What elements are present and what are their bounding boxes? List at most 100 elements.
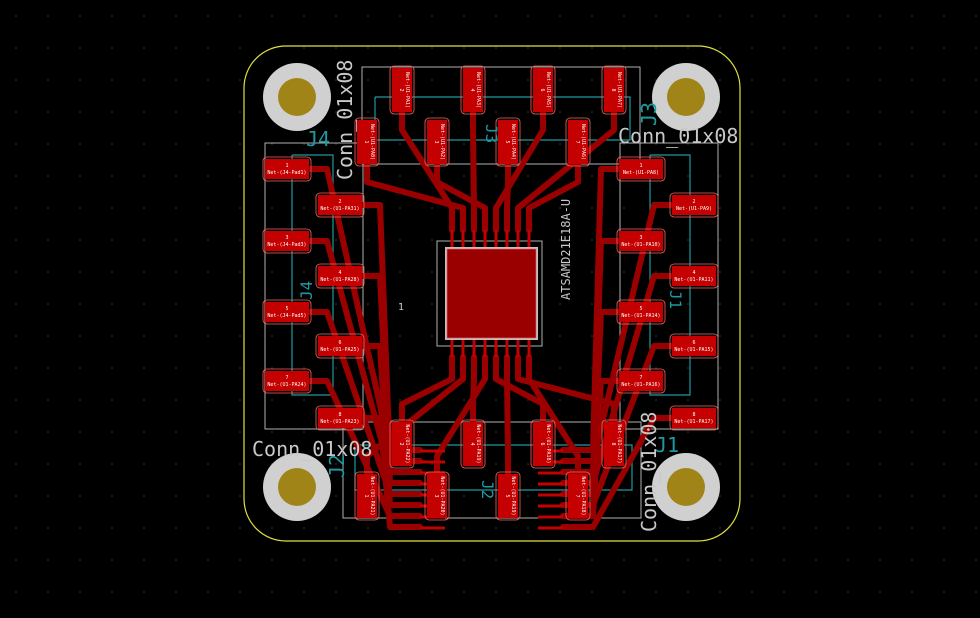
pad-net-label: Net-(U1-PA6) <box>580 124 586 160</box>
pad-net-label: Net-(J4-Pad5) <box>267 313 306 319</box>
ic-pin <box>483 230 487 247</box>
j3-value-label: Conn_01x08 <box>618 124 738 148</box>
pad-net-label: Net-(U1-PA18) <box>580 476 586 515</box>
j3-ref-label: J3 <box>637 102 661 126</box>
mounting-hole-bottom-left[interactable] <box>263 453 331 521</box>
j1-value-label: Conn_01x08 <box>637 412 661 532</box>
ic-pin <box>538 493 563 497</box>
ic-pin <box>461 340 465 357</box>
pad-number: 2 <box>398 88 404 91</box>
ic-pin <box>420 526 445 530</box>
pad-number: 8 <box>338 412 341 418</box>
ic-pin1-marker: 1 <box>398 302 404 313</box>
ic-pin <box>420 460 445 464</box>
pad-number: 7 <box>574 494 580 497</box>
pad-number: 4 <box>469 88 475 91</box>
pad-number: 3 <box>433 494 439 497</box>
j2-value-label: Conn_01x08 <box>252 437 372 461</box>
pad-net-label: Net-(U1-PA17) <box>616 424 622 463</box>
mounting-hole-top-right[interactable] <box>652 63 720 131</box>
ic-pin <box>538 471 563 475</box>
pad-net-label: Net-(U1-PA19) <box>475 424 481 463</box>
pad-net-label: Net-(U1-PA21) <box>369 476 375 515</box>
pad-number: 3 <box>285 235 288 241</box>
board-edge <box>243 45 741 542</box>
pad-number: 8 <box>610 442 616 445</box>
pad-net-label: Net-(U1-PA16) <box>621 382 660 388</box>
pad-number: 2 <box>398 442 404 445</box>
pad-net-label: Net-(U1-PA14) <box>621 313 660 319</box>
pad-net-label: Net-(U1-PA15) <box>674 347 713 353</box>
mounting-hole-bottom-right[interactable] <box>652 453 720 521</box>
pad-net-label: Net-(U1-PA22) <box>404 424 410 463</box>
j4-inner-ref: J4 <box>297 281 316 300</box>
ic-pin <box>420 449 445 453</box>
pad-number: 5 <box>639 306 642 312</box>
pad-number: 4 <box>469 442 475 445</box>
pad-number: 1 <box>363 494 369 497</box>
pad-net-label: Net-(U1-PA17) <box>674 419 713 425</box>
pad-net-label: Net-(U1-PA2) <box>439 124 445 160</box>
pad-net-label: Net-(U1-PA28) <box>320 277 359 283</box>
pad-net-label: Net-(U1-PA5) <box>545 72 551 108</box>
ic-u1[interactable]: ATSAMD21E18A-U 1 <box>398 199 573 530</box>
pad-number: 7 <box>285 375 288 381</box>
ic-pin <box>450 340 454 357</box>
ic-pin <box>420 471 445 475</box>
ic-pin <box>494 340 498 357</box>
pad-number: 5 <box>504 494 510 497</box>
j1-inner-ref: J1 <box>666 290 685 309</box>
ic-pin <box>538 482 563 486</box>
pad-net-label: Net-(U1-PA23) <box>320 419 359 425</box>
j3-inner-ref: J3 <box>482 124 501 143</box>
ic-pin <box>494 230 498 247</box>
pad-number: 5 <box>504 140 510 143</box>
pad-number: 6 <box>539 88 545 91</box>
pad-net-label: Net-(U1-PA25) <box>320 347 359 353</box>
ic-pin <box>516 230 520 247</box>
pad-number: 2 <box>338 199 341 205</box>
pad-number: 3 <box>639 235 642 241</box>
ic-pin <box>505 230 509 247</box>
pad-number: 6 <box>539 442 545 445</box>
pad-net-label: Net-(U1-PA20) <box>439 476 445 515</box>
mounting-hole-top-left[interactable] <box>263 63 331 131</box>
pad-number: 7 <box>639 375 642 381</box>
pad-net-label: Net-(U1-PA8) <box>623 170 659 176</box>
pad-net-label: Net-(U1-PA7) <box>616 72 622 108</box>
